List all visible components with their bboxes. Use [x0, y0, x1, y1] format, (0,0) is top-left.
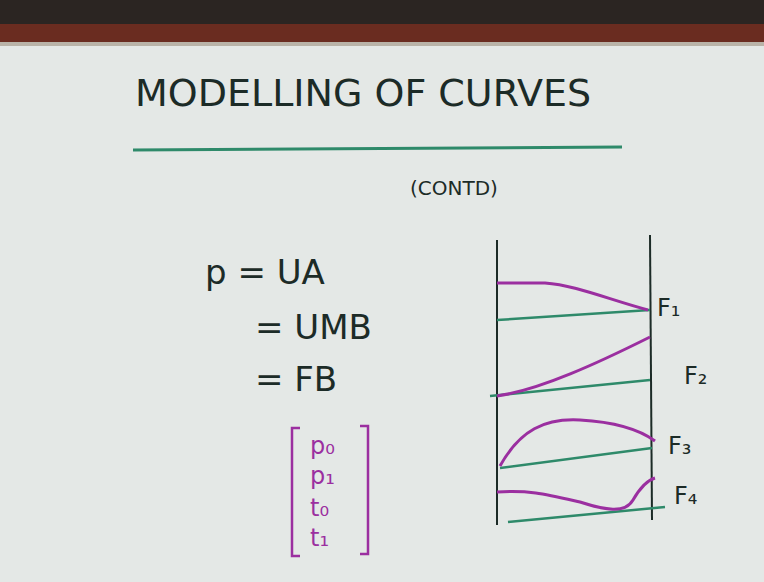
- basis-curve: [500, 420, 655, 466]
- function-label: F₄: [674, 484, 697, 508]
- function-label: F₂: [684, 364, 707, 388]
- equation: = FB: [255, 362, 337, 396]
- board-edge: [0, 42, 764, 46]
- matrix-bracket: [292, 428, 300, 556]
- board-rail: [0, 24, 764, 42]
- basis-curve: [497, 478, 655, 509]
- matrix-bracket: [360, 426, 368, 554]
- baseline: [508, 507, 665, 522]
- baseline: [497, 310, 650, 320]
- baseline: [500, 448, 652, 468]
- continued-note: (CONTD): [410, 178, 498, 198]
- slide-title: MODELLING OF CURVES: [135, 74, 591, 112]
- matrix-entry: t₀: [310, 496, 329, 520]
- title-underline: [133, 147, 622, 150]
- basis-curve: [497, 283, 648, 310]
- function-label: F₃: [668, 434, 691, 458]
- matrix-entry: p₁: [310, 464, 335, 488]
- matrix-entry: t₁: [310, 526, 329, 550]
- equation: = UMB: [255, 310, 372, 344]
- function-label: F₁: [657, 296, 680, 320]
- matrix-entry: p₀: [310, 434, 335, 458]
- basis-curve: [497, 337, 650, 396]
- equation: p = UA: [205, 255, 325, 289]
- top-frame: [0, 0, 764, 24]
- axis-line: [650, 235, 652, 520]
